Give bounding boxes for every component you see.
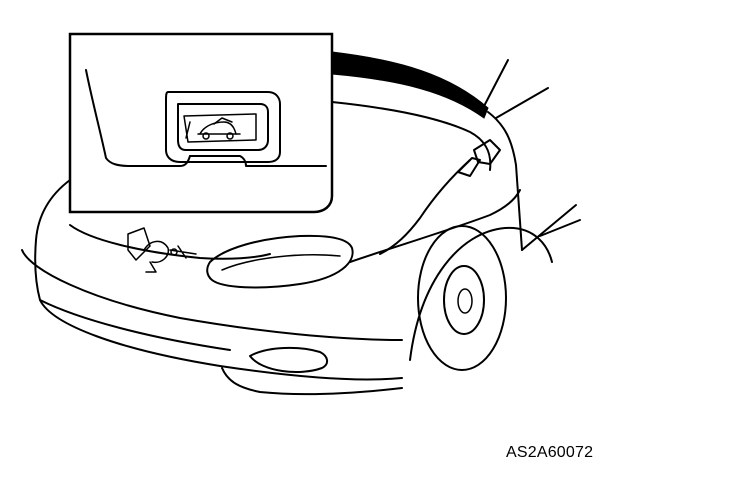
inset-dash-edge [189,155,327,167]
bumper-upper-line [21,249,403,341]
a-pillar [487,111,523,251]
inset-dash-panel [85,69,191,167]
hood-underside-band [331,51,489,119]
windshield-edge [521,204,577,251]
headlamp [206,234,354,289]
hood-strut [481,59,549,119]
hood-latch [127,227,197,273]
bumper-lower-line [39,299,231,351]
hood-open-car-icon [197,117,241,140]
figure-code-label: AS2A60072 [506,444,594,461]
fog-lamp [249,346,328,373]
release-cable [379,159,471,255]
door-line [539,219,581,237]
front-rim [443,265,485,335]
headlamp-inner [221,254,341,271]
cable-fitting [457,157,481,177]
release-lever-handle [473,139,501,165]
grille-outline [69,224,271,260]
release-lever-body [177,103,269,151]
release-lever-bezel [165,91,281,163]
hood-front-edge [331,101,492,171]
front-tire [417,225,507,371]
bumper-skirt [221,367,403,396]
wheel-arch [409,226,553,361]
release-lever-mark [185,121,191,139]
wheel-hub [457,288,473,314]
inset-frame [68,32,334,214]
body-front-outline [34,179,403,381]
